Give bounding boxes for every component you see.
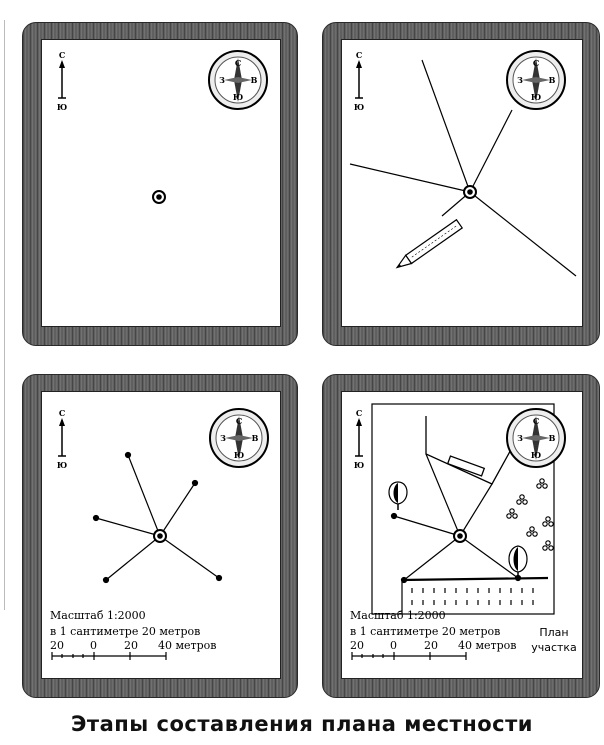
- north-arrow-s: Ю: [354, 460, 364, 470]
- panel-stage-3: С Ю С Ю З В: [22, 374, 298, 698]
- scale-tick-2: 0: [90, 639, 97, 652]
- compass-e: В: [549, 433, 556, 443]
- panel-stage-2: С Ю С Ю З В: [322, 22, 600, 346]
- scale-tick-2: 0: [390, 639, 397, 652]
- panel-stage-2-paper: С Ю С Ю З В: [341, 39, 583, 327]
- scale-bar: [351, 652, 467, 660]
- building-outline: [425, 416, 525, 485]
- scale-legend: Масштаб 1:2000 в 1 сантиметре 20 метров …: [50, 609, 217, 660]
- scale-note: в 1 сантиметре 20 метров: [350, 625, 500, 638]
- north-arrow-n: С: [356, 408, 362, 418]
- panel-stage-4: С Ю С Ю З В: [322, 374, 600, 698]
- fence-road: [401, 576, 549, 614]
- station-point-icon: [453, 529, 467, 543]
- scale-tick-1: 20: [50, 639, 64, 652]
- north-arrow-icon: С Ю: [354, 50, 364, 112]
- compass-s: Ю: [233, 92, 243, 102]
- north-arrow-n: С: [356, 50, 362, 60]
- station-point-icon: [463, 185, 477, 199]
- scale-legend: Масштаб 1:2000 в 1 сантиметре 20 метров …: [350, 609, 517, 660]
- compass-w: З: [220, 433, 226, 443]
- scale-tick-4: 40 метров: [158, 639, 217, 652]
- compass-n: С: [533, 58, 539, 68]
- compass-w: З: [517, 433, 523, 443]
- plan-label-line1: План: [539, 626, 568, 639]
- scale-title: Масштаб 1:2000: [350, 609, 446, 622]
- compass-icon: С Ю З В: [506, 50, 566, 110]
- compass-w: З: [219, 75, 225, 85]
- stage-1-drawing: С Ю С Ю З В: [57, 50, 268, 204]
- panel-stage-1: С Ю С Ю З В: [22, 22, 298, 346]
- compass-s: Ю: [531, 450, 541, 460]
- north-arrow-n: С: [59, 50, 65, 60]
- panel-stage-4-paper: С Ю С Ю З В: [341, 391, 583, 679]
- compass-icon: С Ю З В: [209, 408, 269, 468]
- north-arrow-s: Ю: [354, 102, 364, 112]
- scale-bar: [51, 652, 167, 660]
- station-point-icon: [153, 529, 167, 543]
- scale-tick-3: 20: [424, 639, 438, 652]
- north-arrow-n: С: [59, 408, 65, 418]
- compass-e: В: [549, 75, 556, 85]
- compass-n: С: [236, 416, 242, 426]
- tree-icon: [508, 545, 528, 578]
- plan-label-line2: участка: [531, 641, 577, 654]
- stage-4-drawing: С Ю С Ю З В: [350, 403, 577, 660]
- scale-tick-1: 20: [350, 639, 364, 652]
- scale-tick-4: 40 метров: [458, 639, 517, 652]
- left-margin-line: [4, 20, 5, 610]
- measured-rays: [92, 451, 223, 584]
- deciduous-grove-icons: [506, 478, 554, 551]
- compass-s: Ю: [234, 450, 244, 460]
- north-arrow-icon: С Ю: [57, 408, 67, 470]
- compass-n: С: [533, 416, 539, 426]
- north-arrow-icon: С Ю: [57, 50, 67, 112]
- compass-icon: С Ю З В: [208, 50, 268, 110]
- north-arrow-icon: С Ю: [354, 408, 364, 470]
- panel-stage-1-paper: С Ю С Ю З В: [41, 39, 281, 327]
- compass-w: З: [517, 75, 523, 85]
- compass-n: С: [235, 58, 241, 68]
- scale-note: в 1 сантиметре 20 метров: [50, 625, 200, 638]
- scale-tick-3: 20: [124, 639, 138, 652]
- plan-rays: [390, 453, 522, 584]
- stage-3-drawing: С Ю С Ю З В: [50, 408, 269, 660]
- north-arrow-s: Ю: [57, 102, 67, 112]
- sight-rays: [349, 59, 577, 277]
- north-arrow-s: Ю: [57, 460, 67, 470]
- compass-s: Ю: [531, 92, 541, 102]
- scale-title: Масштаб 1:2000: [50, 609, 146, 622]
- plan-label: План участка: [531, 626, 577, 654]
- stage-2-drawing: С Ю С Ю З В: [349, 50, 577, 277]
- compass-icon: С Ю З В: [506, 408, 566, 468]
- panel-stage-3-paper: С Ю С Ю З В: [41, 391, 281, 679]
- tree-icon: [388, 481, 408, 510]
- station-point-icon: [152, 190, 166, 204]
- compass-e: В: [252, 433, 259, 443]
- pencil-icon: [395, 218, 464, 269]
- plan-boundary: [371, 403, 555, 615]
- figure-caption: Этапы составления плана местности: [70, 712, 533, 736]
- compass-e: В: [251, 75, 258, 85]
